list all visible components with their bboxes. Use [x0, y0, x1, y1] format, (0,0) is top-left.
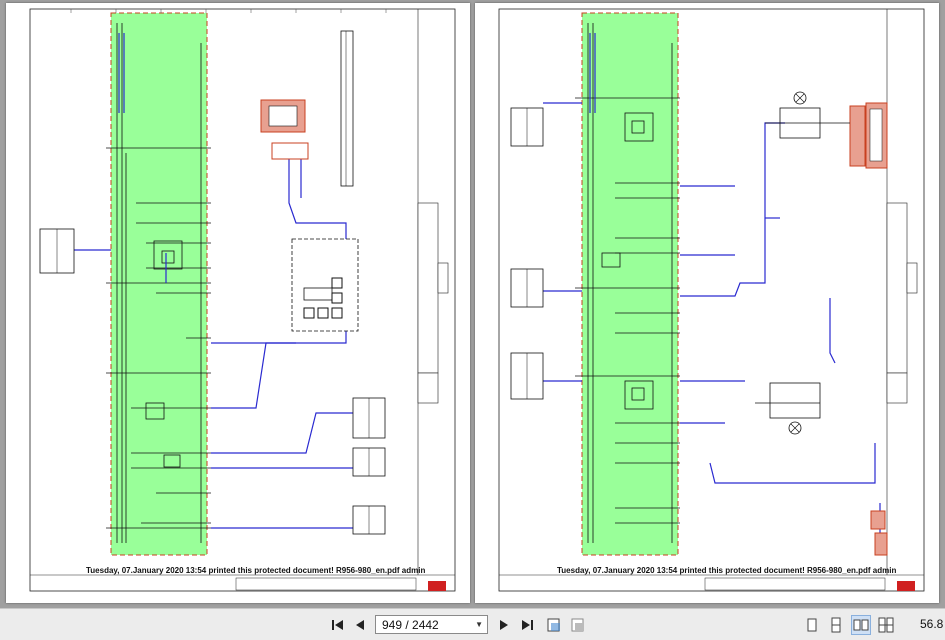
right-print-notice: Tuesday, 07.January 2020 13:54 printed t…	[557, 566, 897, 575]
left-page[interactable]: Tuesday, 07.January 2020 13:54 printed t…	[6, 3, 470, 603]
document-viewport[interactable]: Tuesday, 07.January 2020 13:54 printed t…	[0, 0, 945, 608]
right-page[interactable]: Tuesday, 07.January 2020 13:54 printed t…	[475, 3, 939, 603]
chevron-down-icon[interactable]: ▼	[475, 620, 483, 629]
left-print-notice: Tuesday, 07.January 2020 13:54 printed t…	[86, 566, 426, 575]
page-number-field[interactable]: 949 / 2442 ▼	[375, 615, 488, 634]
skip-first-icon[interactable]	[328, 615, 348, 635]
left-schematic	[29, 8, 456, 592]
two-page-continuous-icon[interactable]	[876, 615, 896, 635]
next-page-icon[interactable]	[494, 615, 514, 635]
fit-width-icon[interactable]	[568, 615, 588, 635]
right-schematic	[498, 8, 925, 592]
viewer-toolbar: 949 / 2442 ▼ 56.8	[0, 608, 945, 640]
two-page-icon[interactable]	[851, 615, 871, 635]
skip-last-icon[interactable]	[517, 615, 537, 635]
zoom-level[interactable]: 56.8	[920, 617, 944, 631]
continuous-page-icon[interactable]	[826, 615, 846, 635]
highlight-zone-right	[581, 12, 679, 556]
prev-page-icon[interactable]	[350, 615, 370, 635]
page-number-value: 949 / 2442	[382, 617, 439, 632]
single-page-icon[interactable]	[802, 615, 822, 635]
highlight-zone	[110, 12, 208, 556]
fit-page-icon[interactable]	[544, 615, 564, 635]
